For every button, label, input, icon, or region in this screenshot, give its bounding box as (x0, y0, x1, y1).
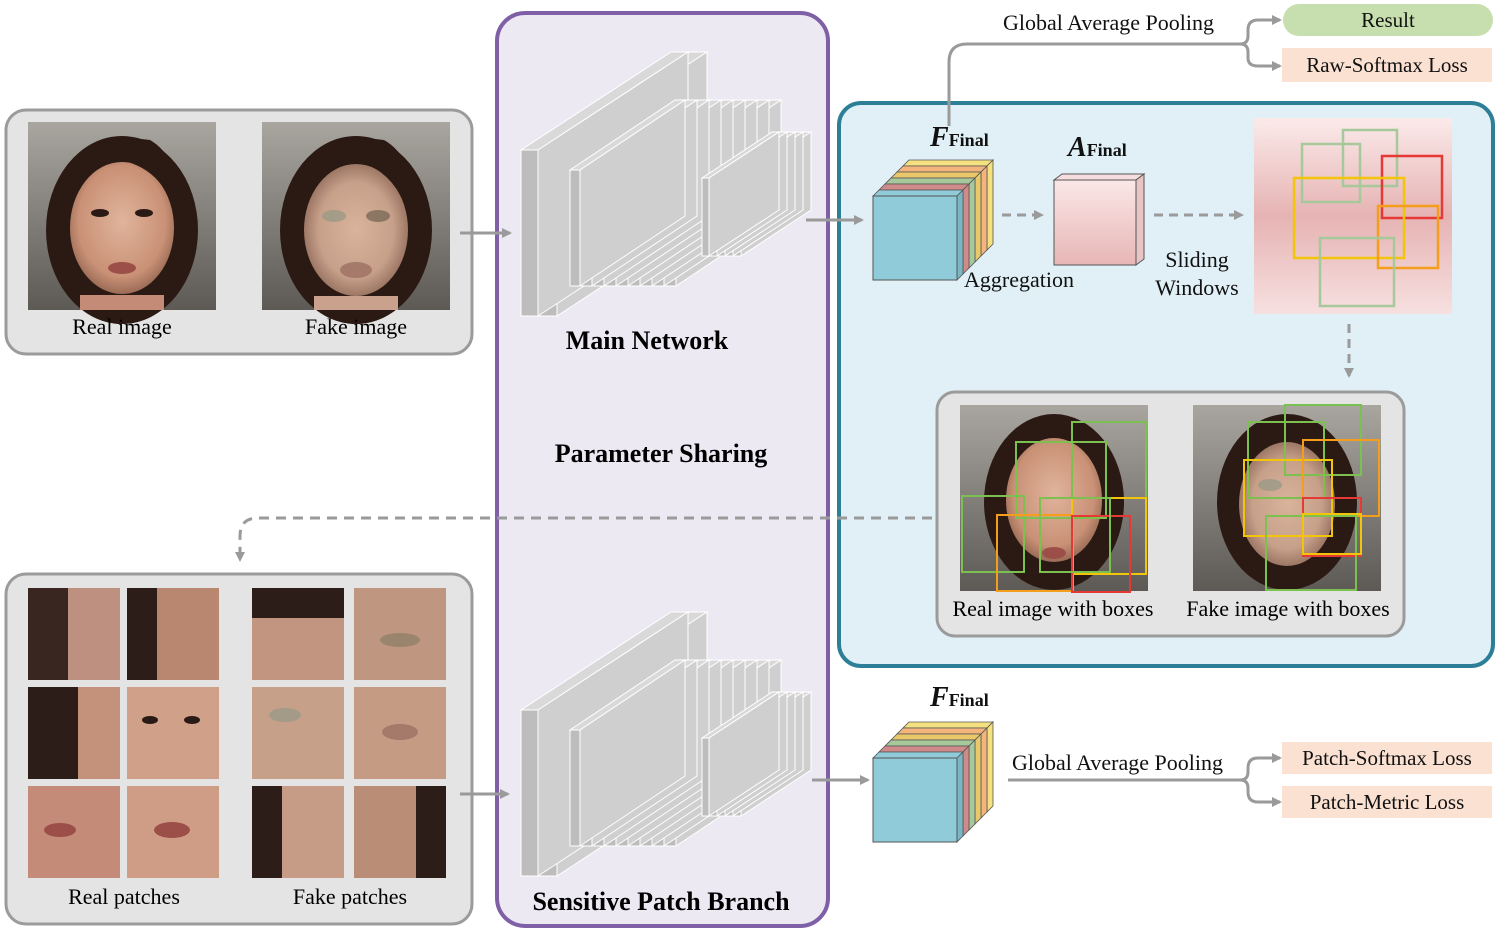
a-final-subscript: Final (1086, 140, 1127, 160)
main-network-label: Main Network (566, 326, 729, 355)
a-final-label: AFinal (1068, 132, 1127, 164)
top-gap-connector (947, 42, 1240, 126)
fake-patches-label: Fake patches (293, 884, 407, 909)
tensor-layer-top (878, 183, 970, 191)
tensor-layer-side (962, 183, 970, 275)
sensitive-patch-branch-label: Sensitive Patch Branch (532, 887, 790, 916)
tensor-layer-side (974, 171, 982, 263)
real-patches-label: Real patches (68, 884, 180, 909)
branchLayers-block2-slab-front (569, 729, 581, 847)
tensor-layer-side (968, 177, 976, 269)
parameter-sharing-label: Parameter Sharing (555, 439, 768, 468)
tensor-front-top (872, 751, 964, 759)
tensor-layer-side (980, 165, 988, 257)
tensor-layer-top (902, 159, 994, 167)
tensor-layer-side (974, 733, 982, 825)
aggregation-label: Aggregation (964, 267, 1074, 292)
f-final-tensor-bottom (872, 721, 994, 843)
tensor-front-face (872, 195, 958, 281)
f-final-bottom-subscript: Final (948, 690, 989, 710)
real-image-with-boxes (960, 405, 1148, 593)
sliding-windows-line1: Sliding (1165, 247, 1229, 272)
real-image-label: Real image (72, 314, 172, 339)
raw-softmax-loss-box: Raw-Softmax Loss (1282, 48, 1492, 82)
fake-image-label: Fake image (305, 314, 407, 339)
tensor-front-top (872, 189, 964, 197)
bottom-gap-split-metric (1239, 778, 1282, 807)
real-patch-grid (28, 588, 219, 878)
f-final-bottom-label: FFinal (930, 682, 989, 714)
mainLayers-block2-slab-front (569, 169, 581, 287)
real-image (28, 122, 216, 324)
tensor-layer-side (962, 745, 970, 837)
result-pill: Result (1283, 4, 1493, 36)
f-final-top-subscript: Final (948, 130, 989, 150)
tensor-front-face (872, 757, 958, 843)
f-final-tensor-top (872, 159, 994, 281)
tensor-layer-top (884, 739, 976, 747)
fake-image-with-boxes (1193, 404, 1381, 591)
f-final-top-symbol: F (930, 122, 949, 153)
sliding-windows-label: Sliding Windows (1155, 246, 1238, 302)
tensor-layer-side (986, 159, 994, 251)
real-boxes-label: Real image with boxes (952, 596, 1153, 621)
patch-softmax-loss-box: Patch-Softmax Loss (1282, 742, 1492, 774)
tensor-layer-side (980, 727, 988, 819)
patch-metric-loss-box: Patch-Metric Loss (1282, 786, 1492, 818)
mainLayers-block3-slab-front (701, 177, 710, 257)
tensor-layer-top (878, 745, 970, 753)
mainLayers-block1-slab-front (520, 149, 539, 317)
main-network-layers (519, 51, 813, 317)
f-final-bottom-symbol: F (930, 682, 949, 713)
fake-image (262, 122, 450, 324)
bottom-gap-label: Global Average Pooling (1012, 750, 1223, 775)
bottom-gap-split-softmax (1239, 753, 1282, 782)
a-final-symbol: A (1068, 132, 1087, 163)
tensor-layer-top (884, 177, 976, 185)
top-gap-split-loss (1239, 42, 1282, 71)
tensor-layer-top (890, 733, 982, 741)
sliding-windows-line2: Windows (1155, 275, 1239, 300)
boxes-to-patches-arrow (235, 516, 932, 562)
attention-map (1254, 118, 1452, 314)
fake-boxes-label: Fake image with boxes (1186, 596, 1389, 621)
branchLayers-block3-slab-front (701, 737, 710, 817)
top-gap-split (1239, 15, 1282, 46)
top-gap-label: Global Average Pooling (1003, 10, 1214, 35)
tensor-front-side (956, 189, 964, 281)
fake-patch-grid (252, 588, 446, 878)
patch-branch-layers (519, 611, 813, 877)
tensor-layer-top (896, 165, 988, 173)
tensor-front-side (956, 751, 964, 843)
tensor-layer-top (902, 721, 994, 729)
tensor-layer-top (890, 171, 982, 179)
branchLayers-block1-slab-front (520, 709, 539, 877)
tensor-layer-side (986, 721, 994, 813)
tensor-layer-top (896, 727, 988, 735)
a-final-cube (1052, 173, 1146, 266)
tensor-layer-side (968, 739, 976, 831)
f-final-top-label: FFinal (930, 122, 989, 154)
